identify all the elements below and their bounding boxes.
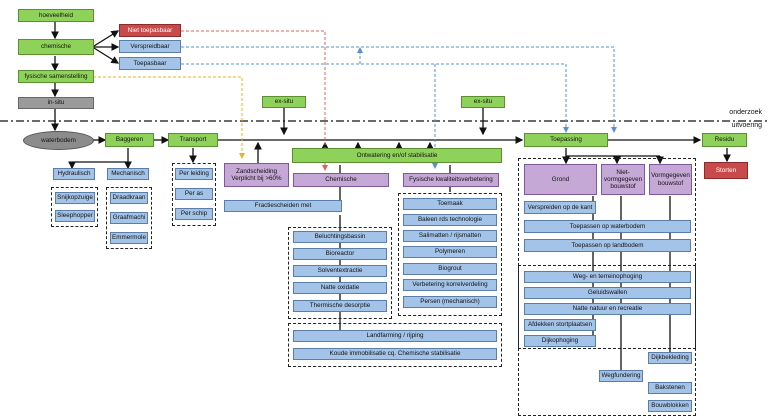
land-item-2: Geluidswallen — [524, 287, 691, 299]
node-toepassing: Toepassing — [524, 133, 608, 147]
label-onderzoek: onderzoek — [729, 109, 762, 116]
node-ex-situ-1: ex-situ — [262, 96, 306, 108]
group-fysische — [398, 193, 502, 316]
node-emmermolen: Emmermole — [110, 232, 148, 244]
node-transport: Transport — [168, 133, 218, 147]
node-niet-toepasbaar: Niet toepasbaar — [119, 24, 181, 37]
node-chemische: chemische — [18, 39, 94, 55]
node-storten: Storten — [704, 162, 748, 179]
fys-item-4: Polymeren — [403, 246, 497, 258]
node-hydraulisch: Hydraulisch — [53, 168, 95, 180]
node-snijkopzuiger: Snijkopzuige — [55, 192, 95, 204]
node-koude-immobilisatie: Koude immobilisatie cq. Chemische stabil… — [293, 348, 497, 360]
node-toepasbaar: Toepasbaar — [119, 57, 181, 70]
fys-item-1: Toemaak — [403, 198, 497, 210]
node-baggeren: Baggeren — [105, 133, 154, 147]
node-verspreiden-op-de-kant: Verspreiden op de kant — [524, 201, 596, 214]
group-koude — [288, 323, 502, 367]
fys-item-5: Biogrout — [403, 263, 497, 275]
fys-item-6: Verbetering korrelverdeling — [403, 279, 497, 291]
node-sleephopper: Sleephopper — [55, 210, 95, 222]
node-bouwblokken: Bouwblokken — [648, 400, 692, 412]
chem-item-3: Solventextractie — [293, 265, 387, 277]
chem-item-4: Natte oxidatie — [293, 282, 387, 294]
node-toepassen-waterbodem: Toepassen op waterbodem — [524, 220, 691, 233]
node-fysische-kwaliteitsverbetering: Fysische kwaliteitsverbetering — [403, 173, 499, 187]
node-toepassen-landbodem: Toepassen op landbodem — [524, 239, 691, 252]
group-chemische — [288, 227, 392, 319]
node-residu: Residu — [702, 133, 747, 147]
node-hoeveelheid: hoeveelheid — [18, 9, 94, 22]
node-mechanisch: Mechanisch — [107, 168, 149, 180]
node-waterbodem: waterbodem — [23, 131, 94, 150]
node-fractiescheiden: Fractiescheiden met — [224, 200, 342, 212]
node-niet-vormgegeven: Niet-vormgegeven bouwstof — [601, 164, 645, 195]
node-ontwatering: Ontwatering en/of stabilisatie — [292, 148, 502, 163]
label-uitvoering: uitvoering — [731, 122, 762, 129]
fys-item-7: Persen (mechanisch) — [403, 296, 497, 308]
group-transport — [172, 163, 216, 226]
node-in-situ: in-situ — [18, 97, 94, 109]
fys-item-3: Salimatten / rijsmatten — [403, 230, 497, 242]
node-per-leiding: Per leiding — [175, 168, 213, 180]
node-verspreidbaar: Verspreidbaar — [119, 40, 181, 53]
land-item-3: Natte natuur en recreatie — [524, 303, 691, 315]
node-fysische-samenstelling: fysische samenstelling — [18, 70, 94, 83]
node-landfarming: Landfarming / rijping — [293, 330, 497, 342]
node-per-as: Per as — [175, 188, 213, 200]
fys-item-2: Baleen rds technologie — [403, 214, 497, 226]
node-vormgegeven: Vormgegeven bouwstof — [649, 164, 692, 195]
chem-item-1: Beluchtingsbassin — [293, 231, 387, 243]
group-hydraulisch — [51, 187, 98, 227]
node-grond: Grond — [524, 164, 597, 195]
node-zandscheiding: Zandscheiding Verplicht bij >60% — [224, 163, 289, 187]
chem-item-5: Thermische desorptie — [293, 300, 387, 312]
chem-item-2: Bioreactor — [293, 248, 387, 260]
node-wegfundering: Wegfundering — [599, 370, 643, 382]
node-draadkraan: Draadkraan — [110, 192, 148, 204]
node-chemische-behandeling: Chemische — [293, 173, 389, 187]
node-graafmachine: Graafmachi — [110, 212, 148, 224]
node-bakstenen: Bakstenen — [648, 382, 692, 394]
land-item-5: Dijkophoging — [524, 335, 596, 347]
node-dijkbekleding: Dijkbekleding — [648, 352, 692, 364]
land-item-1: Weg- en terreinophoging — [524, 271, 691, 283]
node-ex-situ-2: ex-situ — [461, 96, 505, 108]
group-mechanisch — [106, 187, 152, 249]
node-per-schip: Per schip — [175, 208, 213, 220]
land-item-4: Afdekken stortplaatsen — [524, 319, 596, 331]
group-landbodem — [518, 265, 696, 349]
